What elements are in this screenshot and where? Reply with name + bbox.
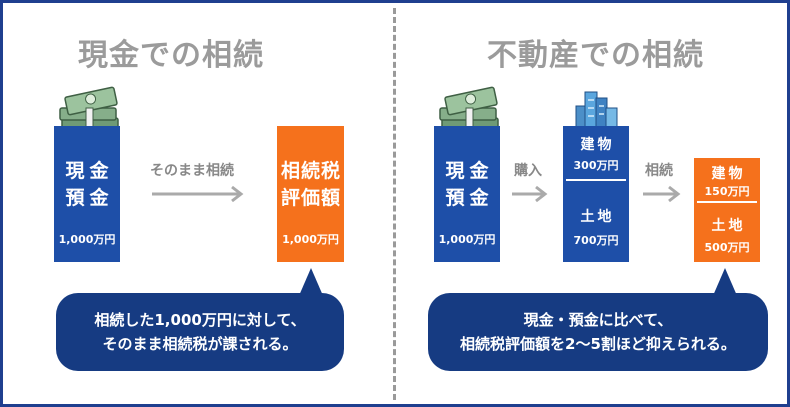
property-building-label: 建物 xyxy=(580,137,615,153)
left-arrow-label: そのまま相続 xyxy=(150,163,234,179)
left-tax-amount: 1,000万円 xyxy=(282,233,339,246)
right-bubble-line2: 相続税評価額を2〜5割ほど抑えられる。 xyxy=(460,335,736,353)
right-arrow1-label: 購入 xyxy=(514,163,542,179)
right-property-box: 建物 300万円 土地 700万円 xyxy=(563,126,629,262)
right-cash-line2: 預金 xyxy=(445,187,494,209)
left-title: 現金での相続 xyxy=(78,38,264,73)
valuation-land-amount: 500万円 xyxy=(704,241,750,254)
left-speech-bubble: 相続した1,000万円に対して、 そのまま相続税が課される。 xyxy=(56,293,344,371)
right-cash-line1: 現金 xyxy=(445,160,494,182)
arrow-right-icon xyxy=(643,185,681,203)
left-tax-line1: 相続税 xyxy=(280,160,341,182)
right-bubble-tail xyxy=(712,268,738,298)
property-land-amount: 700万円 xyxy=(573,234,619,247)
left-bubble-line1: 相続した1,000万円に対して、 xyxy=(94,311,306,329)
left-cash-box: 現金 預金 1,000万円 xyxy=(54,126,120,262)
property-separator xyxy=(566,179,626,181)
property-land-label: 土地 xyxy=(580,209,615,225)
valuation-separator xyxy=(697,201,757,203)
left-tax-box: 相続税 評価額 1,000万円 xyxy=(277,126,344,262)
right-speech-bubble: 現金・預金に比べて、 相続税評価額を2〜5割ほど抑えられる。 xyxy=(428,293,768,371)
valuation-land-label: 土地 xyxy=(711,218,746,234)
arrow-right-icon xyxy=(152,185,244,203)
right-cash-box: 現金 預金 1,000万円 xyxy=(434,126,500,262)
property-building-amount: 300万円 xyxy=(573,159,619,172)
money-bundle-icon xyxy=(439,86,499,131)
section-divider xyxy=(393,8,396,400)
left-bubble-line2: そのまま相続税が課される。 xyxy=(102,335,298,353)
left-cash-line1: 現金 xyxy=(65,160,114,182)
valuation-building-label: 建物 xyxy=(711,166,746,182)
valuation-building-amount: 150万円 xyxy=(704,185,750,198)
right-arrow2-label: 相続 xyxy=(645,163,673,179)
right-title: 不動産での相続 xyxy=(487,38,704,73)
right-cash-amount: 1,000万円 xyxy=(438,233,496,246)
right-valuation-box: 建物 150万円 土地 500万円 xyxy=(694,158,760,262)
left-cash-line2: 預金 xyxy=(65,187,114,209)
right-bubble-line1: 現金・預金に比べて、 xyxy=(523,311,673,329)
left-cash-amount: 1,000万円 xyxy=(58,233,116,246)
left-bubble-tail xyxy=(298,268,324,298)
left-tax-line2: 評価額 xyxy=(280,187,341,209)
arrow-right-icon xyxy=(512,185,548,203)
